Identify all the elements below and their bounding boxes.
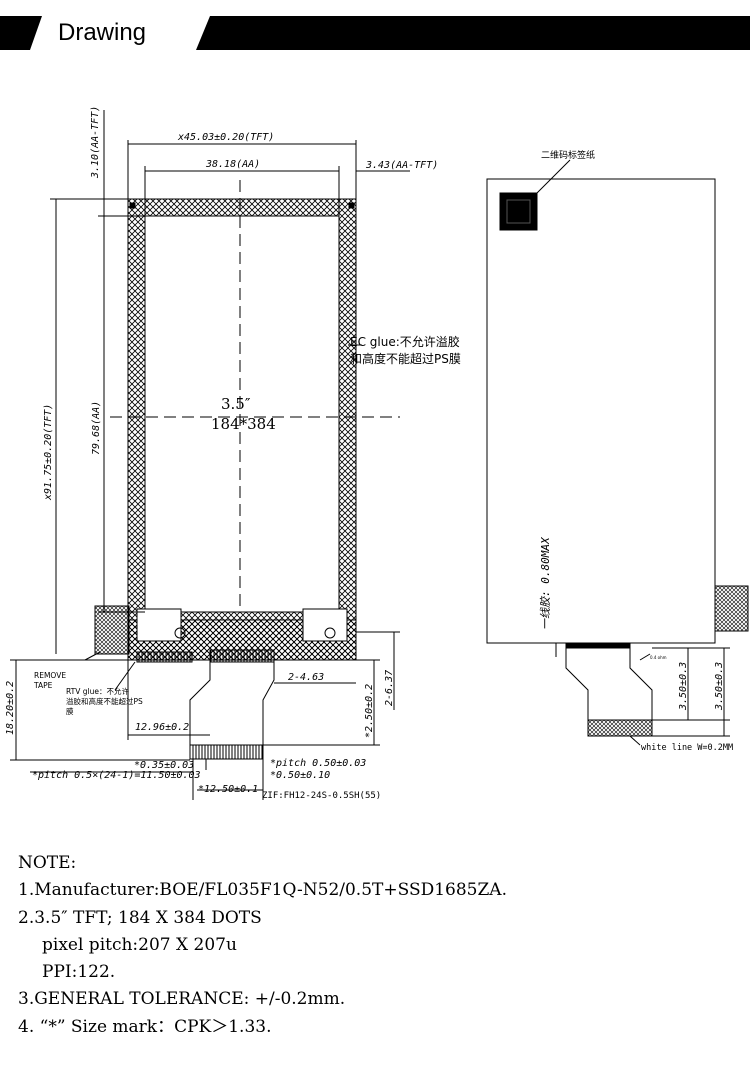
note-line-1: 1.Manufacturer:BOE/FL035F1Q-N52/0.5T+SSD…	[18, 880, 507, 901]
qr-label: 二维码标签纸	[541, 149, 595, 161]
dim-fpc-offset: 12.96±0.2	[135, 722, 189, 733]
rtv-glue-1: RTV glue：不允许	[66, 686, 129, 696]
dim-connector-width: *12.50±0.1	[198, 784, 258, 795]
front-view-labels: x45.03±0.20(TFT) 38.18(AA) 3.43(AA-TFT) …	[5, 106, 438, 795]
white-line-label: white line W=0.2MM	[641, 743, 733, 753]
fpc-connector-top	[209, 649, 275, 663]
rtv-glue-2: 溢胶和高度不能超过PS	[66, 696, 143, 706]
front-view	[10, 110, 410, 800]
glue-label: 一线胶: 0.80MAX	[539, 536, 552, 630]
dim-pin-050: *0.50±0.10	[270, 770, 330, 781]
qr-label-inner	[506, 199, 531, 224]
dim-width-aa: 38.18(AA)	[205, 159, 260, 170]
notes-block: NOTE: 1.Manufacturer:BOE/FL035F1Q-N52/0.…	[18, 850, 738, 1041]
rtv-glue-3: 膜	[66, 706, 74, 716]
bond-pad-left	[136, 608, 182, 642]
back-view	[486, 159, 749, 746]
back-fpc-contacts	[587, 719, 653, 737]
qr-leader	[536, 159, 571, 194]
corner-mark	[348, 202, 355, 209]
dim-total-height: 18.20±0.2	[5, 681, 16, 735]
back-fpc-tail	[565, 648, 653, 721]
back-panel-outline	[486, 178, 716, 644]
dim-width-tft: x45.03±0.20(TFT)	[177, 132, 274, 143]
notes-title: NOTE:	[18, 853, 77, 873]
dim-fpc-right: 2-4.63	[288, 672, 324, 683]
note-line-4: PPI:122.	[42, 962, 116, 983]
dim-pitch-050: *pitch 0.50±0.03	[270, 758, 366, 769]
bond-pad-right	[302, 608, 348, 642]
dim-height-aa: 79.68(AA)	[91, 401, 102, 455]
ec-glue-note-1: EC glue:不允许溢胶	[350, 334, 460, 349]
small-mark: 0.4 ohm	[650, 655, 667, 660]
note-line-3: pixel pitch:207 X 207u	[42, 934, 237, 955]
dim-fpc-right2: 2-6.37	[384, 670, 395, 706]
zif-label: ZIF:FH12-24S-0.5SH(55)	[262, 791, 381, 801]
dim-pin-035: *0.35±0.03	[134, 760, 194, 771]
dim-top-aa-tft: 3.10(AA-TFT)	[90, 106, 101, 179]
remove-tape-1: REMOVE	[34, 671, 66, 680]
alignment-hole-left	[174, 627, 186, 639]
remove-tape-block	[94, 605, 130, 655]
dim-tail-2: 3.50±0.3	[714, 662, 725, 711]
alignment-hole-right	[324, 627, 336, 639]
resolution-label: 184*384	[211, 415, 276, 433]
dim-right-aa-tft: 3.43(AA-TFT)	[365, 160, 438, 171]
header-tab	[30, 16, 210, 50]
back-tape-block	[714, 585, 749, 632]
fpc-contacts	[189, 744, 264, 760]
dim-tail-1: 3.50±0.3	[678, 662, 689, 711]
remove-tape-2: TAPE	[33, 681, 53, 690]
driver-ic	[136, 651, 193, 663]
corner-mark	[129, 202, 136, 209]
size-label: 3.5″	[221, 395, 251, 413]
note-line-6: 4. “*” Size mark：CPK＞1.33.	[18, 1016, 272, 1037]
qr-label-block	[499, 192, 538, 231]
technical-drawing: x45.03±0.20(TFT) 38.18(AA) 3.43(AA-TFT) …	[5, 106, 749, 801]
note-line-2: 2.3.5″ TFT; 184 X 384 DOTS	[18, 907, 262, 928]
fpc-tail	[189, 662, 275, 746]
dim-height-tft: x91.75±0.20(TFT)	[43, 404, 54, 501]
note-line-5: 3.GENERAL TOLERANCE: +/-0.2mm.	[18, 989, 346, 1010]
header-title: Drawing	[58, 19, 147, 46]
active-area	[144, 215, 340, 613]
ec-glue-note-2: 和高度不能超过PS膜	[350, 351, 461, 366]
dim-fpc-len: *2.50±0.2	[364, 684, 375, 738]
back-fpc-bond	[565, 642, 631, 649]
dim-pitch-total: *pitch 0.5×(24-1)=11.50±0.03	[32, 770, 201, 781]
